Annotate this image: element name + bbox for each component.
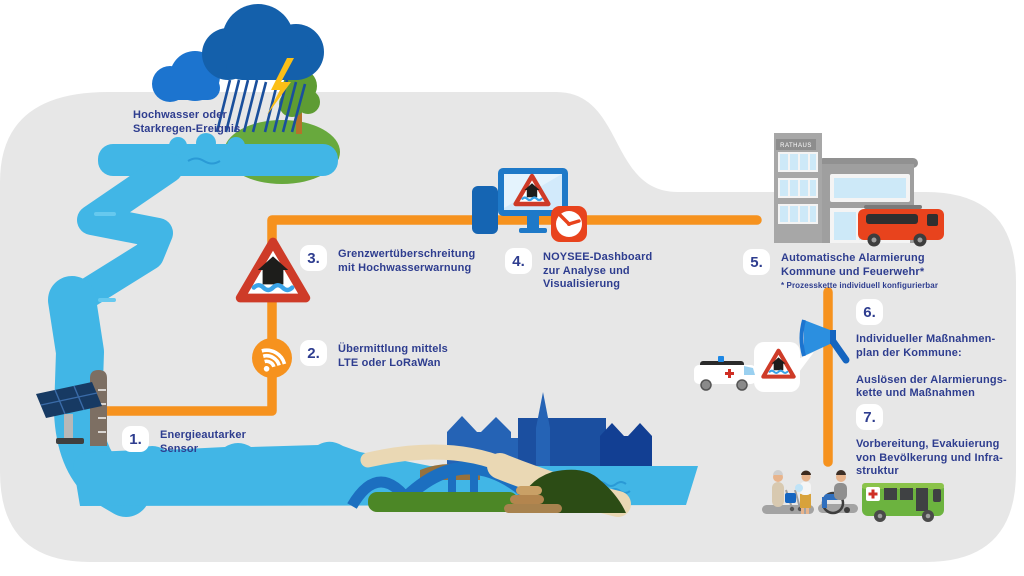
ambulance-icon bbox=[694, 356, 756, 391]
alarm-clock-icon bbox=[551, 206, 587, 242]
sensor-group bbox=[36, 370, 107, 446]
rathaus-sign bbox=[776, 139, 816, 150]
storm-cloud-icon bbox=[152, 4, 324, 102]
megaphone-icon bbox=[799, 319, 850, 364]
step-1-label: Energieautarker Sensor bbox=[160, 429, 247, 455]
mother-with-child bbox=[795, 470, 811, 514]
speech-bubble-warning bbox=[754, 342, 814, 392]
step-7-label: Vorbereitung, Evakuierung von Bevölkerun… bbox=[856, 438, 1003, 477]
evacuation-bus-icon bbox=[862, 483, 944, 522]
step-3-label: Grenzwertüberschreitung mit Hochwasserwa… bbox=[338, 248, 476, 274]
pc-tower bbox=[472, 186, 498, 234]
step-4: 4. NOYSEE-Dashboard zur Analyse und Visu… bbox=[505, 248, 652, 292]
step-7-number: 7. bbox=[856, 404, 883, 430]
step-1: 1. Energieautarker Sensor bbox=[122, 426, 246, 456]
fire-truck-icon bbox=[858, 205, 944, 247]
wheelchair-person bbox=[821, 470, 850, 515]
step-5-label: Automatische Alarmierung Kommune und Feu… bbox=[781, 252, 925, 278]
step-2-number: 2. bbox=[300, 340, 327, 366]
step-3: 3. Grenzwertüberschreitung mit Hochwasse… bbox=[300, 245, 475, 275]
step-2-label: Übermittlung mittels LTE oder LoRaWan bbox=[338, 343, 448, 369]
step-2: 2. Übermittlung mittels LTE oder LoRaWan bbox=[300, 340, 448, 370]
dark-hill bbox=[518, 469, 626, 513]
process-line-main bbox=[97, 215, 762, 416]
solar-panel-icon bbox=[36, 382, 102, 418]
lightning-icon bbox=[267, 58, 294, 115]
rain-icon bbox=[215, 79, 307, 133]
green-bank bbox=[368, 492, 518, 512]
step-6-label: Individueller Maßnahmen- plan der Kommun… bbox=[856, 333, 1007, 399]
step-1-number: 1. bbox=[122, 426, 149, 452]
event-label: Hochwasser oder Starkregen-Ereignis bbox=[133, 109, 241, 135]
step-4-number: 4. bbox=[505, 248, 532, 274]
canvas-background bbox=[0, 92, 1016, 562]
step-7: 7. Vorbereitung, Evakuierung von Bevölke… bbox=[856, 404, 1003, 479]
dashboard-group bbox=[472, 168, 587, 242]
step-6: 6. Individueller Maßnahmen- plan der Kom… bbox=[856, 299, 1007, 401]
evacuees-group bbox=[762, 470, 858, 515]
step-6-number: 6. bbox=[856, 299, 883, 325]
step-3-number: 3. bbox=[300, 245, 327, 271]
tower-windows bbox=[778, 152, 818, 224]
step-5-footnote: * Prozesskette individuell konfigurierba… bbox=[781, 281, 939, 290]
step-5-number: 5. bbox=[743, 249, 770, 275]
rathaus-sign-text: RATHAUS bbox=[780, 143, 812, 149]
step-4-label: NOYSEE-Dashboard zur Analyse und Visuali… bbox=[543, 251, 653, 290]
signal-icon bbox=[252, 338, 292, 378]
step-5: 5. Automatische Alarmierung Kommune und … bbox=[743, 249, 938, 290]
log-pile bbox=[504, 486, 562, 513]
